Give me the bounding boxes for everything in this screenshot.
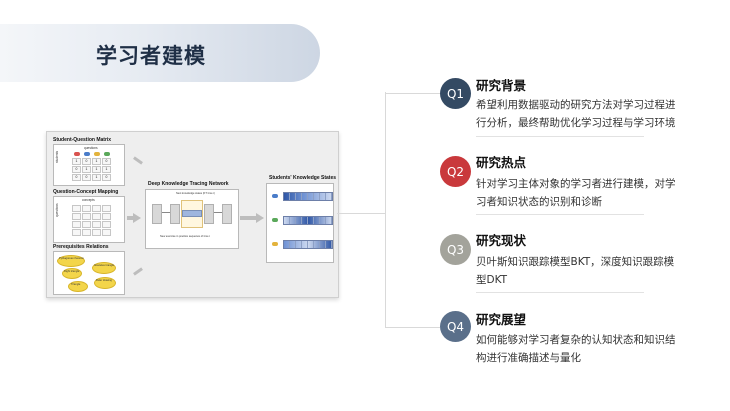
- q2-body: 针对学习主体对象的学习者进行建模，对学 习者知识状态的识别和诊断: [476, 175, 706, 211]
- knowledge-state-bar: [283, 240, 333, 249]
- separator: [476, 292, 644, 293]
- q3-line: 贝叶斯知识跟踪模型BKT，深度知识跟踪模: [476, 256, 675, 268]
- sqm-cell: 0: [82, 174, 91, 181]
- prereq-panel: Pythagorean theorem Right triangle Isosc…: [53, 251, 125, 295]
- q1-line: 行分析，最终帮助优化学习过程与学习环境: [476, 117, 676, 129]
- q3-title: 研究现状: [476, 233, 527, 248]
- q1-title: 研究背景: [476, 78, 527, 93]
- dktn-title: Deep Knowledge Tracing Network: [148, 181, 229, 187]
- sqm-cell: 0: [72, 166, 81, 173]
- timeline-tick-q1: [385, 93, 440, 94]
- separator: [476, 214, 644, 215]
- sqm-axis-top: questions: [84, 146, 98, 150]
- q1-badge: Q1: [440, 78, 471, 109]
- q4-badge: Q4: [440, 311, 471, 342]
- sqm-cell: 1: [92, 158, 101, 165]
- prereq-node: [62, 268, 82, 279]
- dkt-node: [152, 204, 162, 224]
- figure-connector-line: [337, 213, 385, 214]
- q3-body: 贝叶斯知识跟踪模型BKT，深度知识跟踪模 型DKT: [476, 253, 706, 289]
- dktn-footer: New exercise in practice sequence of tim…: [160, 235, 211, 238]
- qcm-panel: concepts questions: [53, 196, 125, 243]
- q1-line: 希望利用数据驱动的研究方法对学习过程进: [476, 99, 676, 111]
- sks-title: Students' Knowledge States: [269, 175, 337, 181]
- arrow-right-shaft: [127, 216, 133, 220]
- sqm-cell: 1: [72, 158, 81, 165]
- q4-title: 研究展望: [476, 312, 527, 327]
- question-icon-blue: [84, 152, 90, 156]
- prereq-title: Prerequisites Relations: [53, 244, 109, 250]
- qcm-axis-side: questions: [55, 203, 59, 217]
- knowledge-state-bar: [283, 216, 333, 225]
- prereq-node: [94, 277, 116, 289]
- student-icon: [272, 218, 278, 222]
- dkt-link: [214, 212, 222, 213]
- dkt-node: [222, 204, 232, 224]
- sqm-cell: 0: [102, 174, 111, 181]
- dktn-caption: Next knowledge states (KT time t): [176, 192, 215, 195]
- dkt-hidden-cell: [182, 210, 202, 217]
- slide-title: 学习者建模: [96, 44, 206, 68]
- q4-line: 构进行准确描述与量化: [476, 352, 581, 364]
- timeline-vertical-line: [385, 92, 386, 328]
- question-icon-red: [74, 152, 80, 156]
- q2-title: 研究热点: [476, 155, 527, 170]
- sqm-cell: 0: [82, 158, 91, 165]
- timeline-tick-q4: [385, 327, 440, 328]
- sqm-cell: 1: [102, 166, 111, 173]
- sqm-cell: 1: [92, 174, 101, 181]
- prereq-node-label: Ruler drawing: [96, 279, 113, 282]
- student-icon: [272, 194, 278, 198]
- dkt-link: [162, 212, 170, 213]
- dkt-figure: Student-Question Matrix questions studen…: [46, 131, 339, 298]
- qcm-title: Question-Concept Mapping: [53, 189, 119, 195]
- sks-panel: [266, 183, 334, 263]
- q4-line: 如何能够对学习者复杂的认知状态和知识结: [476, 334, 676, 346]
- q4-body: 如何能够对学习者复杂的认知状态和知识结 构进行准确描述与量化: [476, 331, 706, 367]
- sqm-cell: 0: [102, 158, 111, 165]
- q3-line: 型DKT: [476, 274, 508, 286]
- q3-badge: Q3: [440, 234, 471, 265]
- dktn-panel: Next knowledge states (KT time t) New ex…: [145, 189, 239, 249]
- sqm-cell: 0: [72, 174, 81, 181]
- q2-line: 针对学习主体对象的学习者进行建模，对学: [476, 178, 676, 190]
- prereq-node-label: Isosceles triangle: [94, 264, 115, 267]
- question-icon-yellow: [94, 152, 100, 156]
- student-icon: [272, 242, 278, 246]
- arrow-to-states: [256, 213, 264, 223]
- q2-badge: Q2: [440, 156, 471, 187]
- knowledge-state-bar: [283, 192, 333, 201]
- arrow-to-states-shaft: [240, 216, 256, 220]
- title-banner: [0, 24, 320, 82]
- prereq-node: [92, 262, 116, 274]
- question-icon-green: [104, 152, 110, 156]
- qcm-grid: [72, 205, 111, 236]
- sqm-cell: 1: [92, 166, 101, 173]
- q1-body: 希望利用数据驱动的研究方法对学习过程进 行分析，最终帮助优化学习过程与学习环境: [476, 96, 706, 132]
- qcm-axis-top: concepts: [82, 198, 95, 202]
- prereq-node-label: Right triangle: [64, 270, 80, 273]
- dkt-node: [170, 204, 180, 224]
- prereq-node-label: Triangle: [71, 283, 81, 286]
- dkt-node: [204, 204, 214, 224]
- sqm-axis-side: students: [55, 150, 59, 163]
- prereq-node: [57, 255, 85, 267]
- prereq-node: [68, 281, 88, 292]
- sqm-cell: 1: [82, 166, 91, 173]
- prereq-node-label: Pythagorean theorem: [59, 257, 84, 260]
- sqm-title: Student-Question Matrix: [53, 137, 112, 143]
- q2-line: 习者知识状态的识别和诊断: [476, 196, 602, 208]
- arrow-right: [133, 213, 141, 223]
- separator: [476, 136, 644, 137]
- arrow-down-right: [133, 156, 143, 165]
- arrow-up-right: [133, 267, 143, 276]
